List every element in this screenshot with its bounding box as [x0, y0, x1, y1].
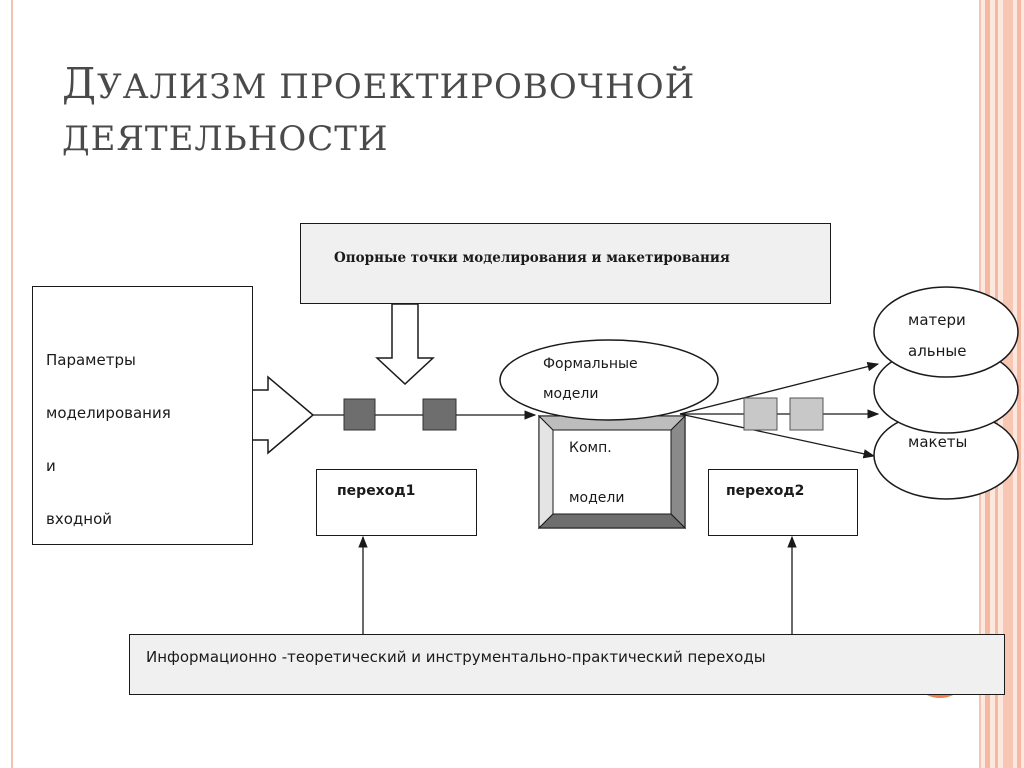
- down-hollow-arrow: [375, 303, 435, 386]
- transitions-text: Информационно -теоретический и инструмен…: [146, 648, 766, 666]
- comp-models-line-1: Комп.: [569, 440, 612, 456]
- param-line-4: входной: [46, 510, 112, 528]
- param-line-2: моделирования: [46, 404, 171, 422]
- transition1-text: переход1: [337, 483, 416, 499]
- dark-square-2: [422, 398, 457, 431]
- formal-models-line-2: модели: [543, 386, 599, 402]
- title-line1: УАЛИЗМ ПРОЕКТИРОВОЧНОЙ: [97, 67, 696, 107]
- comp-models-box: [537, 414, 687, 530]
- anchor-points-text: Опорные точки моделирования и макетирова…: [334, 250, 730, 266]
- transition2-box: переход2: [708, 469, 858, 536]
- anchor-points-box: Опорные точки моделирования и макетирова…: [300, 223, 831, 304]
- light-square-1: [743, 397, 778, 431]
- formal-models-ellipse: [499, 339, 719, 421]
- transitions-box: Информационно -теоретический и инструмен…: [129, 634, 1005, 695]
- dark-square-1: [343, 398, 376, 431]
- param-line-3: и: [46, 457, 56, 475]
- material-line-1: матери: [908, 311, 966, 329]
- title-first-letter: Д: [62, 59, 98, 108]
- material-line-2: альные: [908, 342, 967, 360]
- material-ellipse: [873, 286, 1019, 378]
- light-square-2: [789, 397, 824, 431]
- formal-models-line-1: Формальные: [543, 356, 638, 372]
- transition1-box: переход1: [316, 469, 477, 536]
- layouts-text: макеты: [908, 433, 968, 451]
- flow-line-to-material: [679, 362, 880, 415]
- comp-models-line-2: модели: [569, 490, 625, 506]
- flow-line-to-layouts: [679, 413, 876, 459]
- param-line-1: Параметры: [46, 351, 136, 369]
- transition2-text: переход2: [726, 483, 805, 499]
- parameters-box: Параметры моделирования и входной: [32, 286, 253, 545]
- input-hollow-arrow: [252, 375, 315, 455]
- title-line2: ДЕЯТЕЛЬНОСТИ: [62, 119, 389, 159]
- slide-title: ДУАЛИЗМ ПРОЕКТИРОВОЧНОЙ ДЕЯТЕЛЬНОСТИ: [62, 58, 762, 165]
